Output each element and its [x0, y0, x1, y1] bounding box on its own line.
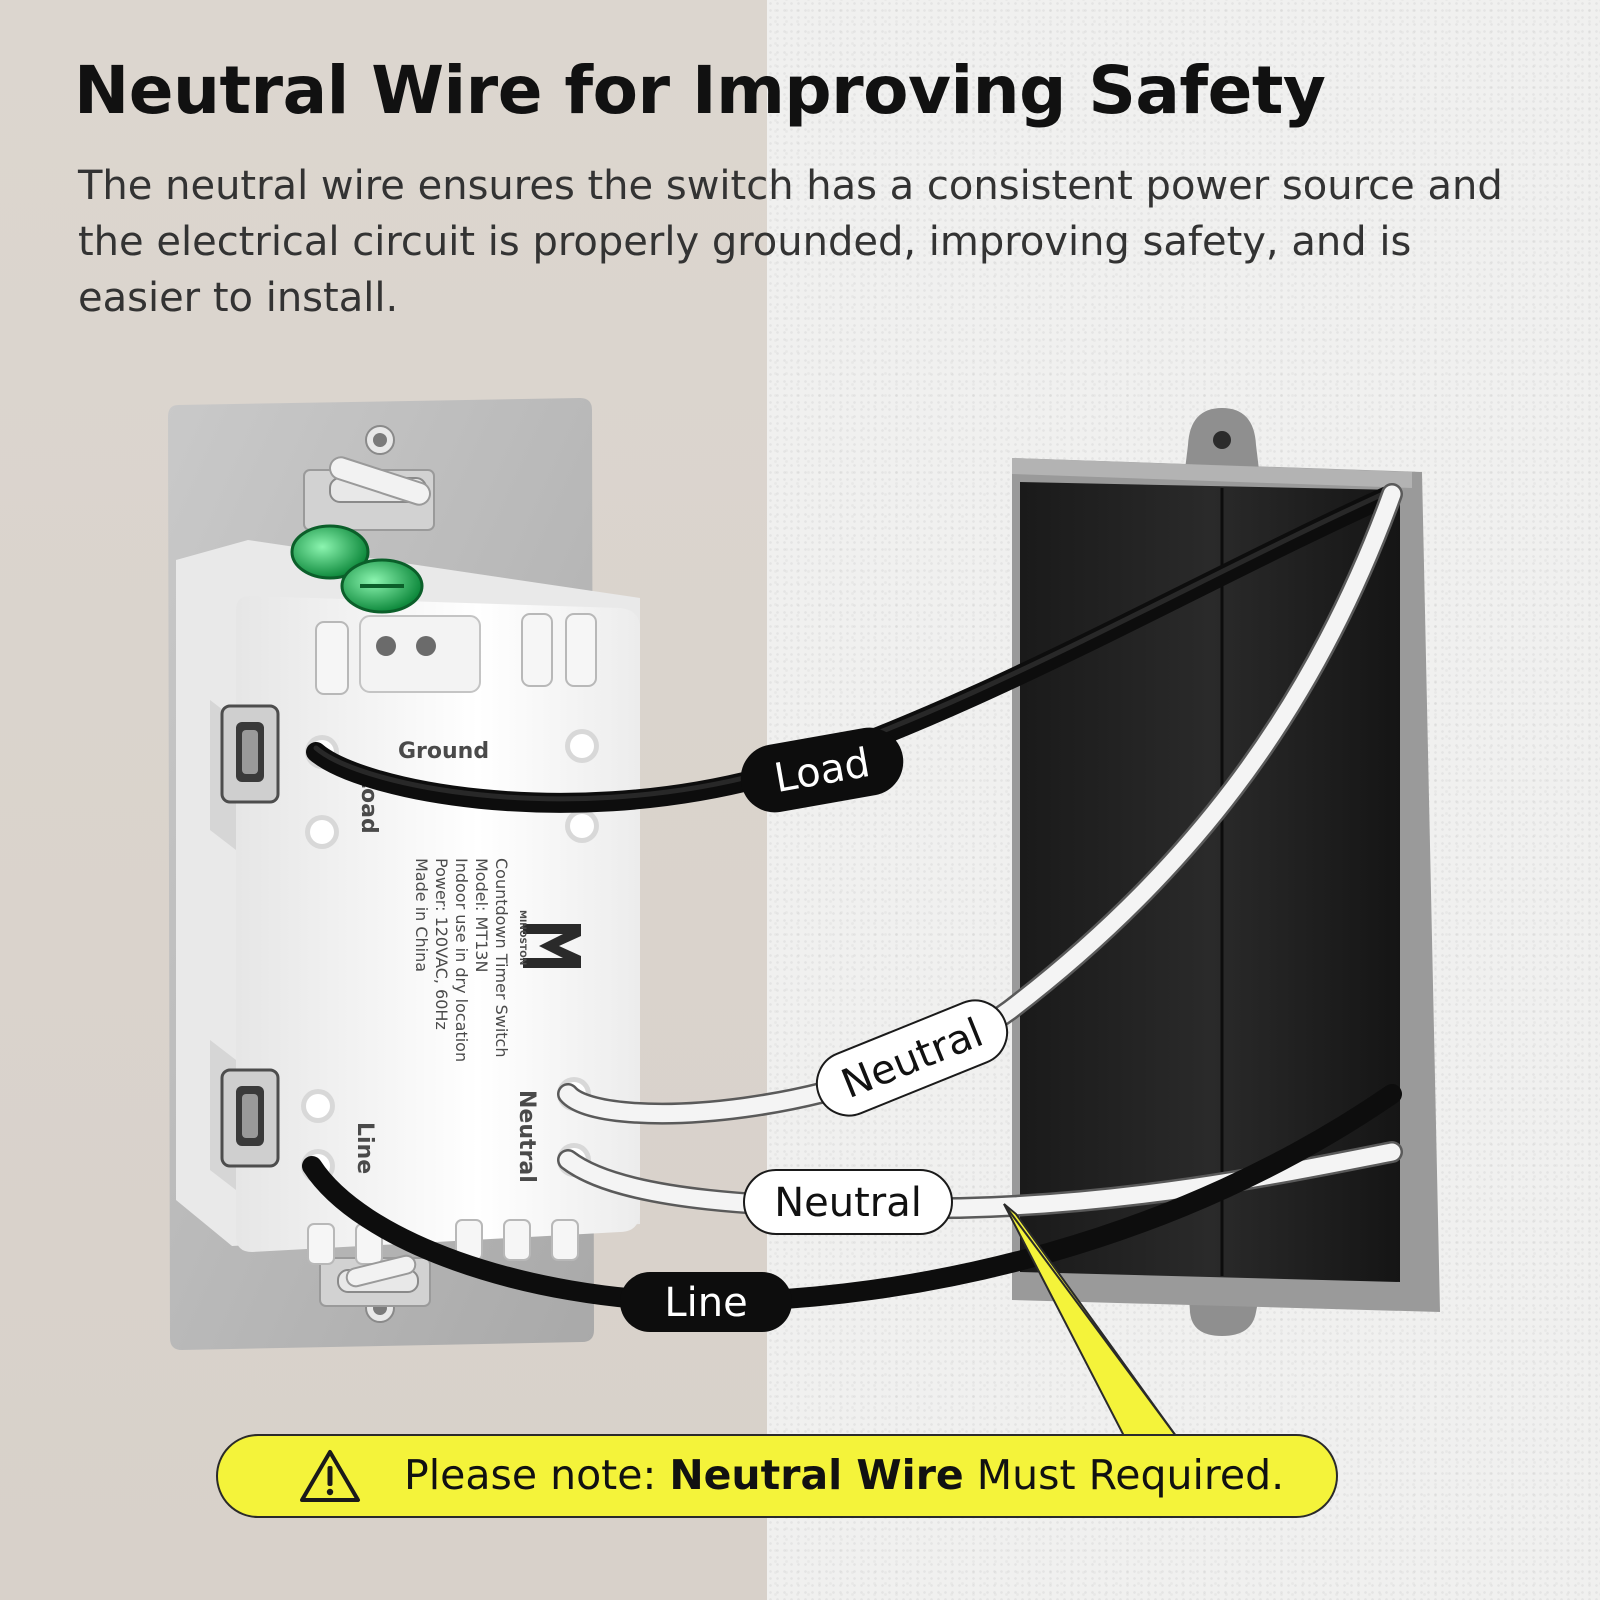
ground-screw	[290, 524, 424, 614]
warning-icon	[300, 1450, 360, 1502]
note-text: Please note: Neutral Wire Must Required.	[404, 1451, 1284, 1499]
svg-text:Neutral: Neutral	[774, 1180, 922, 1226]
wire-label-neutral-bottom: Neutral	[743, 1169, 953, 1235]
label-line-4: Power: 120VAC, 60Hz	[432, 858, 451, 1030]
note-prefix: Please note:	[404, 1451, 670, 1499]
brand-name: MINOSTON	[517, 910, 527, 965]
page-title: Neutral Wire for Improving Safety	[74, 52, 1326, 129]
note-emphasis: Neutral Wire	[669, 1451, 964, 1499]
terminal-screw-load	[220, 704, 280, 804]
line-terminal-label: Line	[352, 1122, 377, 1174]
label-line-2: Model: MT13N	[472, 858, 491, 972]
ground-terminal-label: Ground	[398, 739, 489, 764]
wire-label-neutral-top: Neutral	[815, 999, 1009, 1117]
terminal-screw-line	[220, 1068, 280, 1168]
page-description: The neutral wire ensures the switch has …	[78, 163, 1503, 321]
label-line-1: Countdown Timer Switch	[492, 858, 511, 1058]
label-line-3: Indoor use in dry location	[452, 858, 471, 1062]
device-nameplate: MINOSTON Countdown Timer Switch Model: M…	[412, 858, 581, 1062]
neutral-terminal-label: Neutral	[514, 1090, 539, 1183]
toggle-lever	[329, 456, 431, 1288]
svg-text:Line: Line	[664, 1280, 747, 1326]
wire-label-load: Load	[740, 727, 904, 813]
box-mounting-hole-top	[1213, 431, 1231, 449]
note-suffix: Must Required.	[963, 1451, 1285, 1499]
brand-logo	[523, 924, 581, 968]
neutral-wire-note: Please note: Neutral Wire Must Required.	[216, 1434, 1338, 1518]
wire-label-line: Line	[620, 1272, 792, 1332]
label-line-5: Made in China	[412, 858, 431, 972]
